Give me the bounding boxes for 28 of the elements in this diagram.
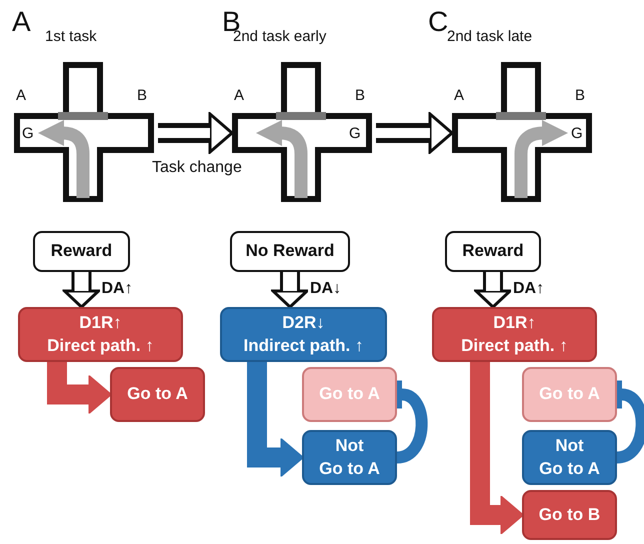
outcome-box: Reward	[445, 231, 541, 272]
action-box: Go to A	[302, 367, 397, 422]
arm-label: B	[575, 87, 586, 104]
cross-maze-drawing	[14, 62, 154, 202]
arm-label: A	[16, 87, 26, 104]
cross-maze-drawing	[452, 62, 592, 202]
action-box: Not Go to A	[522, 430, 617, 485]
arm-label: B	[137, 87, 148, 104]
outcome-box: Reward	[33, 231, 130, 272]
goal-label: G	[349, 125, 361, 142]
pathway-box: D1R↑ Direct path. ↑	[432, 307, 597, 362]
arm-label: A	[234, 87, 244, 104]
panel-letter: C	[428, 6, 448, 37]
panel-title: 2nd task late	[447, 28, 532, 45]
goal-label: G	[571, 125, 583, 142]
panel-title: 1st task	[45, 28, 97, 45]
pathway-box: D2R↓ Indirect path. ↑	[220, 307, 387, 362]
arm-label: B	[355, 87, 366, 104]
action-box: Go to A	[110, 367, 205, 422]
edge-label: Task change	[150, 159, 244, 177]
action-box: Not Go to A	[302, 430, 397, 485]
goal-label: G	[22, 125, 34, 142]
pathway-box: D1R↑ Direct path. ↑	[18, 307, 183, 362]
action-box: Go to A	[522, 367, 617, 422]
arm-label: A	[454, 87, 464, 104]
outcome-box: No Reward	[230, 231, 350, 272]
panel-letter: A	[12, 6, 31, 38]
action-box: Go to B	[522, 490, 617, 540]
